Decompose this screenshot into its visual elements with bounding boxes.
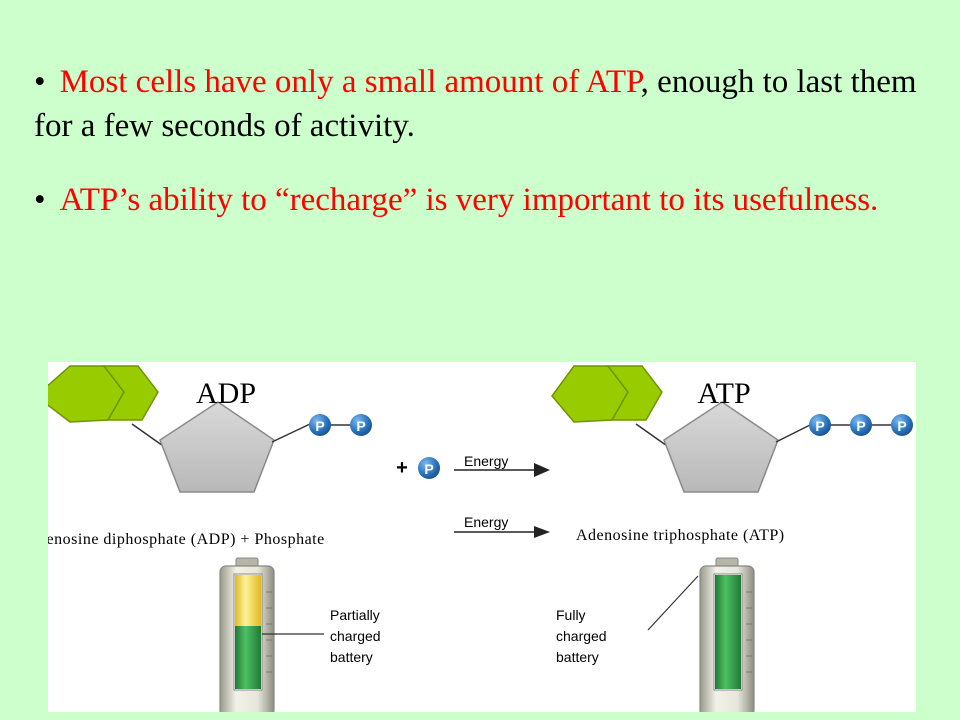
plus-sign: + — [396, 457, 408, 479]
battery-tick-marks — [266, 591, 272, 673]
bond-line — [635, 423, 671, 449]
adp-molecule: P P ADP — [48, 365, 372, 493]
bullet-1: • Most cells have only a small amount of … — [34, 60, 934, 148]
energy-arrow-bottom: Energy — [454, 514, 550, 538]
ribose-pentagon-icon — [159, 401, 275, 493]
bond-line — [131, 423, 167, 449]
bond-line — [271, 423, 311, 443]
atp-caption: Adenosine triphosphate (ATP) — [576, 527, 785, 544]
adenine-hexagon-icon — [606, 365, 663, 421]
phosphate-icon: P — [418, 457, 440, 479]
battery-tick-marks — [746, 591, 752, 673]
energy-label-bottom: Energy — [464, 514, 508, 530]
battery-charge-level — [235, 626, 261, 689]
bullet-dot: • — [34, 64, 46, 100]
bond-line — [775, 424, 811, 443]
phosphate-icon: P — [309, 414, 331, 436]
fully-charged-battery: Fully charged battery — [556, 557, 755, 712]
adp-atp-diagram: P P ADP + P Energy Energy P — [48, 362, 916, 712]
svg-text:P: P — [856, 418, 865, 434]
svg-text:P: P — [356, 418, 365, 434]
energy-label-top: Energy — [464, 453, 508, 469]
svg-text:P: P — [424, 461, 433, 477]
fully-charged-label: Fully charged battery — [556, 607, 610, 665]
bullet-dot: • — [34, 182, 46, 218]
bullet-1-black-text: , enough to last them for a few seconds … — [34, 64, 917, 144]
adp-caption: Adenosine diphosphate (ADP) + Phosphate — [48, 531, 325, 548]
partially-charged-label: Partially charged battery — [330, 607, 384, 665]
ribose-pentagon-icon — [663, 401, 779, 493]
battery-charge-level — [715, 575, 741, 689]
energy-arrow-top: Energy — [454, 453, 550, 477]
diagram-svg: P P ADP + P Energy Energy P — [48, 365, 913, 712]
phosphate-icon: P — [350, 414, 372, 436]
atp-title: ATP — [697, 377, 750, 410]
bullet-2: • ATP’s ability to “recharge” is very imp… — [34, 178, 934, 222]
bullet-1-red-text: Most cells have only a small amount of A… — [59, 64, 641, 100]
bullet-2-red-text: ATP’s ability to “recharge” is very impo… — [59, 182, 879, 218]
svg-text:P: P — [815, 418, 824, 434]
phosphate-icon: P — [850, 414, 872, 436]
phosphate-icon: P — [809, 414, 831, 436]
adenine-hexagon-icon — [102, 365, 159, 421]
svg-text:P: P — [315, 418, 324, 434]
battery-empty-portion — [235, 575, 261, 626]
svg-text:P: P — [897, 418, 906, 434]
phosphate-icon: P — [891, 414, 913, 436]
adp-title: ADP — [196, 377, 256, 410]
partially-charged-battery: Partially charged battery — [219, 557, 384, 712]
label-leader-line — [647, 575, 699, 631]
atp-molecule: P P P ATP — [551, 365, 913, 493]
